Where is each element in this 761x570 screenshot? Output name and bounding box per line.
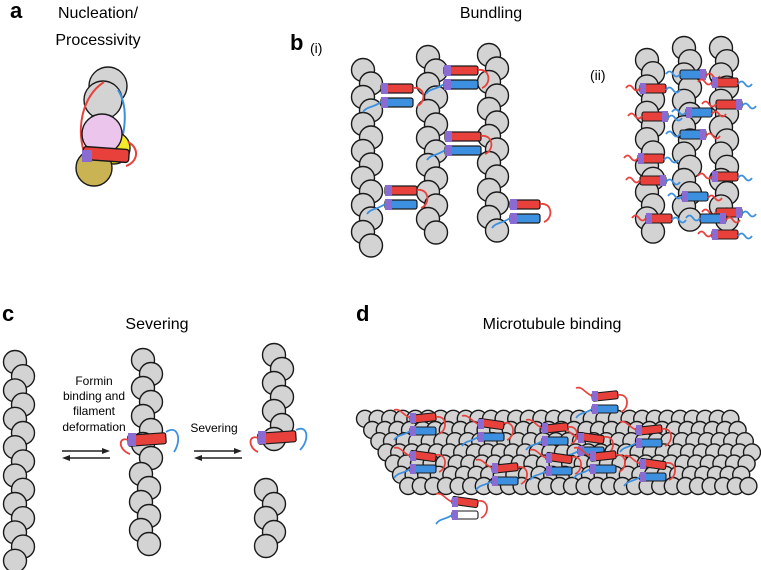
formin-dimer-icon xyxy=(82,141,137,167)
formin-dimer-icon xyxy=(475,458,528,491)
formin-dimer-icon xyxy=(667,191,723,202)
formin-dimer-icon xyxy=(529,448,582,481)
formin-dimer-icon xyxy=(631,213,687,224)
formin-dimer-icon xyxy=(435,492,488,525)
formin-dimer-icon xyxy=(623,454,676,487)
formin-dimer-icon xyxy=(249,427,308,453)
actin-subunit xyxy=(423,220,449,245)
formin-dimer-icon xyxy=(573,446,626,479)
panel-b-sub-i: (i) xyxy=(310,40,322,56)
severing-step1-line3: filament xyxy=(73,404,116,418)
formin-dimer-icon xyxy=(685,213,741,224)
panel-d-letter: d xyxy=(356,301,369,326)
panel-c-letter: c xyxy=(2,301,14,326)
panel-b: Bundling b (i) (ii) xyxy=(290,5,757,258)
severing-filaments xyxy=(2,342,295,570)
formin-dimer-icon xyxy=(366,185,429,215)
actin-subunit xyxy=(83,80,123,120)
panel-c-title: Severing xyxy=(125,316,188,333)
formin-tail xyxy=(627,112,643,120)
actin-subunit xyxy=(484,218,510,243)
formin-tail xyxy=(737,174,753,182)
formin-tail xyxy=(737,80,753,88)
formin-tail xyxy=(625,176,641,184)
microtubule-bound-formins xyxy=(393,386,676,525)
actin-subunit xyxy=(253,533,279,559)
panel-d: d Microtubule binding xyxy=(355,301,761,525)
equilibrium-arrows-icon xyxy=(194,448,242,461)
formin-dimer-icon xyxy=(697,77,753,88)
panel-b-title: Bundling xyxy=(460,5,522,22)
formin-tail xyxy=(671,108,687,116)
formin-tail xyxy=(725,216,741,224)
formin-dimer-icon xyxy=(119,429,180,455)
panel-b-sub-ii: (ii) xyxy=(590,67,606,83)
severing-step1-line1: Formin xyxy=(75,374,112,388)
formin-dimer-icon xyxy=(665,129,721,140)
equilibrium-arrows-icon xyxy=(62,448,110,461)
bundling-formins xyxy=(362,65,757,240)
formin-tail xyxy=(665,86,681,94)
formin-tail xyxy=(625,84,641,92)
formin-dimer-icon xyxy=(697,171,753,182)
formin-dimer-icon xyxy=(491,199,552,229)
formin-dimer-icon xyxy=(575,386,628,419)
formin-dimer-icon xyxy=(701,99,757,110)
formin-dimer-icon xyxy=(627,111,683,122)
panel-a-letter: a xyxy=(10,0,23,23)
formin-dimer-icon xyxy=(525,418,578,451)
formin-tail xyxy=(707,194,723,202)
formin-tail xyxy=(741,102,757,110)
formin-dimer-icon xyxy=(362,83,425,113)
formin-tail xyxy=(665,70,681,78)
formin-dimer-icon xyxy=(393,446,446,479)
formin-tail xyxy=(705,132,721,140)
panel-d-title: Microtubule binding xyxy=(483,316,622,333)
severing-formins xyxy=(119,427,308,455)
formin-dimer-icon xyxy=(625,175,681,186)
actin-subunit xyxy=(358,233,384,258)
formin-dimer-icon xyxy=(619,420,672,453)
formin-tail xyxy=(671,216,687,224)
formin-tail xyxy=(697,78,713,86)
formin-dimer-icon xyxy=(623,153,679,164)
formin-dimer-icon xyxy=(461,414,514,447)
formin-tail xyxy=(697,230,713,238)
formin-tail xyxy=(667,114,683,122)
actin-subunit xyxy=(739,476,758,496)
formin-tail xyxy=(685,214,701,222)
actin-subunit xyxy=(2,548,28,570)
formin-tail xyxy=(711,110,727,118)
panel-c: c Severing Formin binding and filament d… xyxy=(2,301,308,570)
panel-a-title-line1: Nucleation/ xyxy=(58,5,139,22)
severing-step1-line2: binding and xyxy=(63,389,125,403)
formin-tail xyxy=(665,178,681,186)
panel-a: a Nucleation/ Processivity xyxy=(10,0,141,187)
actin-subunit xyxy=(136,531,162,557)
nucleation-complex xyxy=(75,66,137,187)
severing-step1-line4: deformation xyxy=(62,420,125,434)
formin-dimer-icon xyxy=(425,65,490,95)
formin-dimer-icon xyxy=(671,107,727,118)
panel-a-title-line2: Processivity xyxy=(55,32,140,49)
panel-b-letter: b xyxy=(290,30,303,55)
formin-dimer-icon xyxy=(393,408,446,441)
formin-tail xyxy=(631,214,647,222)
formin-tail xyxy=(741,210,757,218)
formin-tail xyxy=(667,192,683,200)
formin-tail xyxy=(663,156,679,164)
formin-dimer-icon xyxy=(426,131,493,161)
formin-tail xyxy=(737,232,753,240)
bundled-filaments xyxy=(350,35,740,258)
severing-step2-label: Severing xyxy=(190,421,237,435)
formin-dimer-icon xyxy=(697,229,753,240)
formin-tail xyxy=(665,130,681,138)
formin-tail xyxy=(697,172,713,180)
formin-dimer-icon xyxy=(625,83,681,94)
formin-tail xyxy=(623,154,639,162)
formin-tail xyxy=(701,100,717,108)
